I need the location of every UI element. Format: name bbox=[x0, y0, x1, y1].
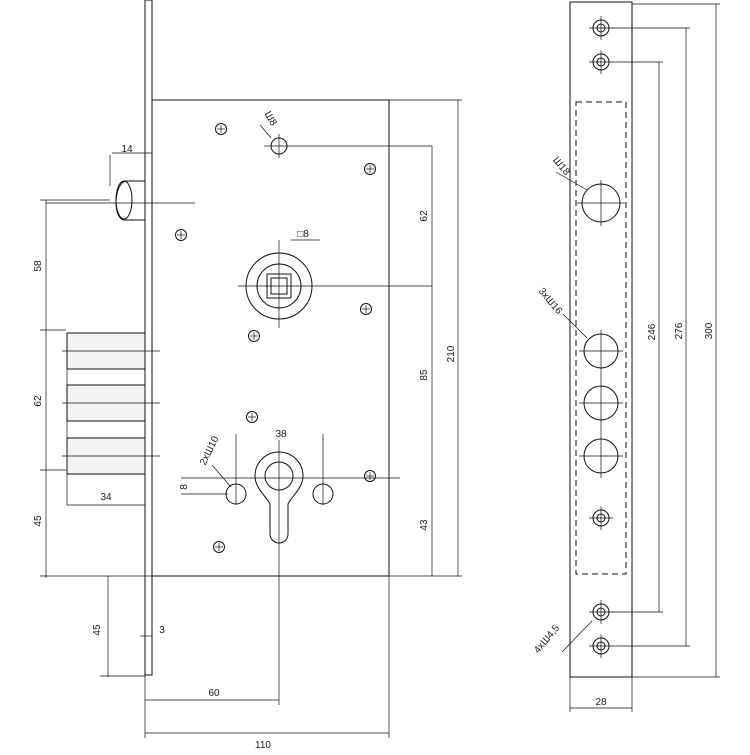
case-screws bbox=[175, 123, 376, 553]
label-cylinder-holes: 2хШ10 bbox=[198, 434, 222, 467]
label-screw-holes: 4хШ4,5 bbox=[532, 623, 562, 656]
dim-lower-bolt-offset: 45 bbox=[33, 515, 44, 527]
side-view: 246 276 300 28 Ш18 3хШ16 4хШ4,5 bbox=[532, 1, 720, 712]
dim-bolt-head-offset: 14 bbox=[121, 144, 133, 155]
dim-faceplate-thickness: 3 bbox=[159, 625, 165, 636]
bolt-holes bbox=[562, 313, 623, 478]
front-view: 14 58 62 45 34 45 3 60 110 62 85 210 43 … bbox=[33, 0, 462, 751]
dim-case-height: 210 bbox=[446, 345, 457, 362]
lock-case bbox=[151, 99, 390, 577]
dim-bolt-spacing: 62 bbox=[33, 395, 44, 407]
label-spindle: □8 bbox=[297, 229, 309, 240]
bottom-dimensions bbox=[144, 675, 389, 738]
right-dimensions bbox=[388, 99, 462, 738]
dim-backset: 60 bbox=[208, 688, 220, 699]
label-latch-hole: Ш18 bbox=[550, 155, 572, 178]
top-hole bbox=[259, 124, 432, 158]
dim-cylinder-hole-offset: 8 bbox=[179, 484, 190, 490]
case-outline-hidden bbox=[575, 101, 627, 575]
faceplate-side bbox=[569, 1, 633, 678]
dim-width: 28 bbox=[595, 697, 607, 708]
faceplate bbox=[144, 0, 153, 676]
dim-inner-holes-span: 246 bbox=[647, 323, 658, 340]
latch-hole bbox=[555, 171, 625, 226]
dim-cylinder-to-bottom: 43 bbox=[419, 519, 430, 531]
deadbolts bbox=[62, 332, 160, 505]
dim-spindle-to-top-hole: 62 bbox=[419, 210, 430, 222]
dim-case-depth: 110 bbox=[255, 740, 271, 750]
dim-total-height: 300 bbox=[704, 322, 715, 339]
left-dimensions bbox=[40, 152, 152, 677]
label-bolt-holes: 3хШ16 bbox=[536, 286, 565, 317]
dim-latch-drop: 58 bbox=[33, 260, 44, 272]
dim-bolt-throw: 34 bbox=[100, 492, 112, 503]
dim-outer-holes-span: 276 bbox=[674, 322, 685, 339]
screw-holes bbox=[589, 16, 613, 658]
dim-center-distance: 85 bbox=[419, 369, 430, 381]
dim-cylinder-hole-pitch: 38 bbox=[275, 429, 287, 440]
latch-bolt bbox=[46, 180, 195, 221]
side-dimensions bbox=[561, 3, 720, 712]
cylinder-cutout bbox=[181, 434, 400, 705]
label-top-hole: Ш8 bbox=[262, 110, 279, 129]
spindle-hub bbox=[238, 239, 432, 328]
dim-faceplate-tail: 45 bbox=[92, 624, 103, 636]
